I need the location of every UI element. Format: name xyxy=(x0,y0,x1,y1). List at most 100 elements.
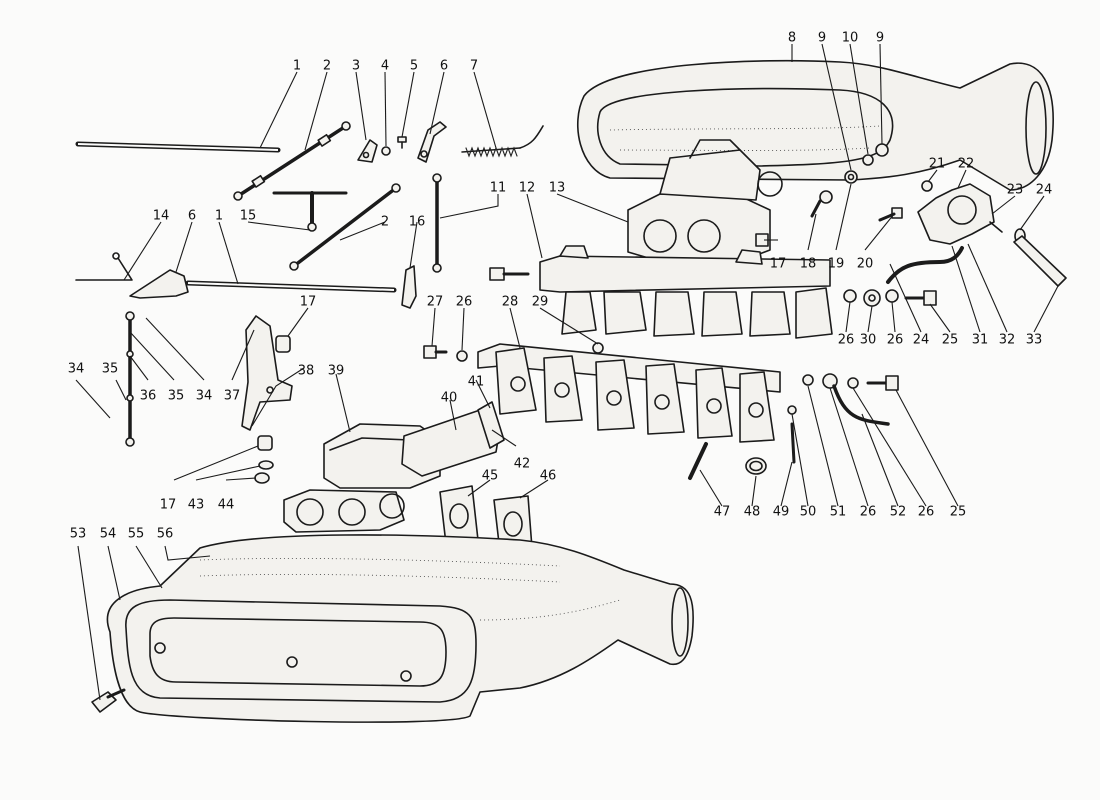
callout-9-b: 9 xyxy=(876,31,884,46)
callout-45: 45 xyxy=(482,469,499,484)
rubber-bush-top xyxy=(275,335,291,353)
air-box-upper xyxy=(577,59,1054,191)
callout-31: 31 xyxy=(972,333,989,348)
rubber-bush-17-lower xyxy=(257,435,273,451)
callout-26-b: 26 xyxy=(838,333,855,348)
bolt-25-lower xyxy=(866,375,899,391)
nut-44 xyxy=(254,472,270,484)
callout-28: 28 xyxy=(502,295,519,310)
callout-29: 29 xyxy=(532,295,549,310)
callout-52: 52 xyxy=(890,505,907,520)
callout-labels: 1 2 3 4 5 6 7 8 9 10 9 21 22 23 24 11 12… xyxy=(68,31,1053,542)
callout-34: 34 xyxy=(68,362,85,377)
vertical-link-rod xyxy=(432,173,442,273)
callout-25: 25 xyxy=(942,333,959,348)
bolt-27 xyxy=(423,345,448,359)
lever-bracket-left xyxy=(75,252,189,299)
washer-26-right-b xyxy=(885,289,899,303)
callout-42: 42 xyxy=(514,457,531,472)
callout-37: 37 xyxy=(224,389,241,404)
callout-25-b: 25 xyxy=(950,505,967,520)
cross-shaft xyxy=(185,280,397,293)
manifold-bolt xyxy=(489,267,530,281)
washer-26-r1 xyxy=(802,374,814,386)
air-box-lower xyxy=(106,534,694,723)
callout-2: 2 xyxy=(323,59,331,74)
stud-47 xyxy=(688,442,708,480)
callout-36: 36 xyxy=(140,389,157,404)
callout-26-e: 26 xyxy=(918,505,935,520)
fuel-line-31 xyxy=(886,246,964,284)
throttle-lever xyxy=(417,121,447,163)
callout-27: 27 xyxy=(427,295,444,310)
callout-1-b: 1 xyxy=(215,209,223,224)
carb-adaptor-flange xyxy=(401,401,505,477)
callout-46: 46 xyxy=(540,469,557,484)
callout-30: 30 xyxy=(860,333,877,348)
callout-49: 49 xyxy=(773,505,790,520)
callout-9: 9 xyxy=(818,31,826,46)
callout-3: 3 xyxy=(352,59,360,74)
callout-8: 8 xyxy=(788,31,796,46)
leader-lines xyxy=(75,43,1059,701)
callout-51: 51 xyxy=(830,505,847,520)
vertical-rod-left xyxy=(125,311,135,447)
callout-4: 4 xyxy=(381,59,389,74)
callout-35-b: 35 xyxy=(168,389,185,404)
linkage-rod-lower xyxy=(289,183,401,271)
washer-26-right-a xyxy=(843,289,857,303)
callout-6-b: 6 xyxy=(188,209,196,224)
callout-23: 23 xyxy=(1007,183,1024,198)
callout-47: 47 xyxy=(714,505,731,520)
fuel-hose xyxy=(1013,235,1067,287)
callout-22: 22 xyxy=(958,157,975,172)
callout-48: 48 xyxy=(744,505,761,520)
callout-44: 44 xyxy=(218,498,235,513)
callout-55: 55 xyxy=(128,527,145,542)
callout-15: 15 xyxy=(240,209,257,224)
callout-56: 56 xyxy=(157,527,174,542)
washer-19 xyxy=(844,170,858,184)
intake-manifold-upper xyxy=(539,245,833,339)
bolt-20 xyxy=(878,207,903,222)
callout-50: 50 xyxy=(800,505,817,520)
washer-26-r2 xyxy=(847,377,859,389)
small-screw xyxy=(397,136,407,149)
callout-17-c: 17 xyxy=(160,498,177,513)
control-lever xyxy=(401,265,417,309)
callout-32: 32 xyxy=(999,333,1016,348)
washer-21 xyxy=(921,180,933,192)
small-washer xyxy=(381,146,391,156)
fuel-filter-bracket xyxy=(917,183,1003,245)
callout-24-b: 24 xyxy=(913,333,930,348)
callout-14: 14 xyxy=(153,209,170,224)
callout-6: 6 xyxy=(440,59,448,74)
callout-13: 13 xyxy=(549,181,566,196)
callout-7: 7 xyxy=(470,59,478,74)
callout-19: 19 xyxy=(828,257,845,272)
callout-18: 18 xyxy=(800,257,817,272)
callout-26-c: 26 xyxy=(887,333,904,348)
callout-34-b: 34 xyxy=(196,389,213,404)
callout-24: 24 xyxy=(1036,183,1053,198)
callout-26-d: 26 xyxy=(860,505,877,520)
callout-33: 33 xyxy=(1026,333,1043,348)
mounting-bracket xyxy=(241,315,293,431)
banjo-bolt-25 xyxy=(904,290,937,306)
carburettor-upper xyxy=(627,139,783,263)
callout-40: 40 xyxy=(441,391,458,406)
callout-10: 10 xyxy=(842,31,859,46)
balance-pipe-stud xyxy=(592,342,604,354)
callout-17-b: 17 xyxy=(300,295,317,310)
callout-38: 38 xyxy=(298,364,315,379)
banjo-bolt-18 xyxy=(810,190,833,218)
linkage-rod xyxy=(233,121,351,201)
o-ring-48 xyxy=(745,457,767,475)
callout-17: 17 xyxy=(770,257,787,272)
callout-12: 12 xyxy=(519,181,536,196)
callout-35: 35 xyxy=(102,362,119,377)
gasket-45 xyxy=(439,485,479,545)
callout-43: 43 xyxy=(188,498,205,513)
